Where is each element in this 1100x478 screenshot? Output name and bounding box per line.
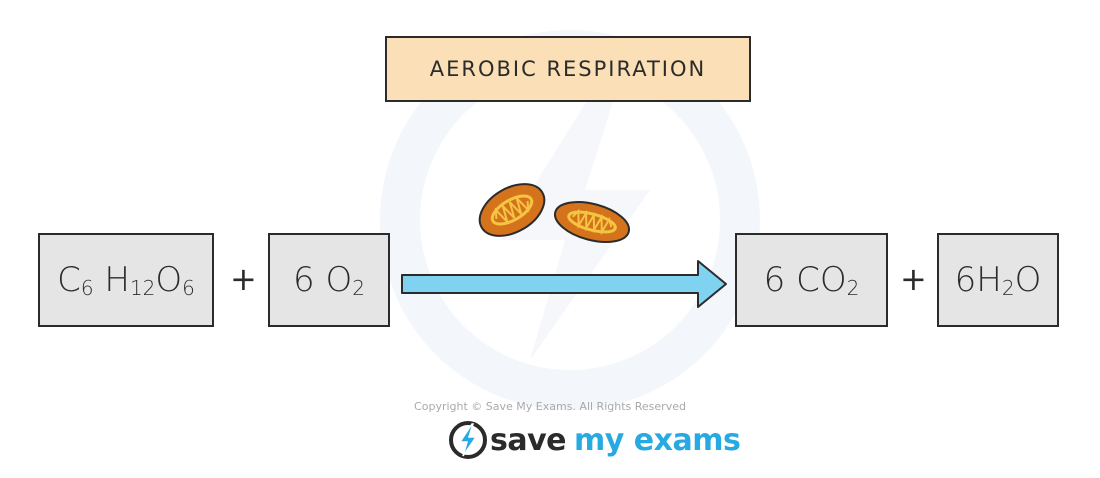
lightning-bolt-logo-icon <box>449 421 487 459</box>
mitochondrion-icon <box>478 183 546 237</box>
reaction-arrow-icon <box>401 260 727 308</box>
brand-name-part1: save <box>490 422 567 458</box>
brand-logo: save my exams <box>448 420 741 460</box>
water-box: 6H2O <box>937 233 1059 327</box>
mitochondrion-icon <box>554 201 630 243</box>
carbon-dioxide-formula: 6 CO2 <box>763 260 860 300</box>
diagram-title: AEROBIC RESPIRATION <box>429 57 707 81</box>
carbon-dioxide-box: 6 CO2 <box>735 233 888 327</box>
title-box: AEROBIC RESPIRATION <box>385 36 751 102</box>
plus-sign-products: + <box>900 260 927 298</box>
oxygen-formula: 6 O2 <box>293 260 365 300</box>
glucose-formula: C6 H12O6 <box>57 260 195 300</box>
copyright-text: Copyright © Save My Exams. All Rights Re… <box>414 400 686 413</box>
plus-sign-reactants: + <box>230 260 257 298</box>
mitochondria-illustration <box>478 183 630 243</box>
water-formula: 6H2O <box>954 260 1042 300</box>
glucose-box: C6 H12O6 <box>38 233 214 327</box>
brand-name-part2: my exams <box>574 422 741 458</box>
oxygen-box: 6 O2 <box>268 233 390 327</box>
